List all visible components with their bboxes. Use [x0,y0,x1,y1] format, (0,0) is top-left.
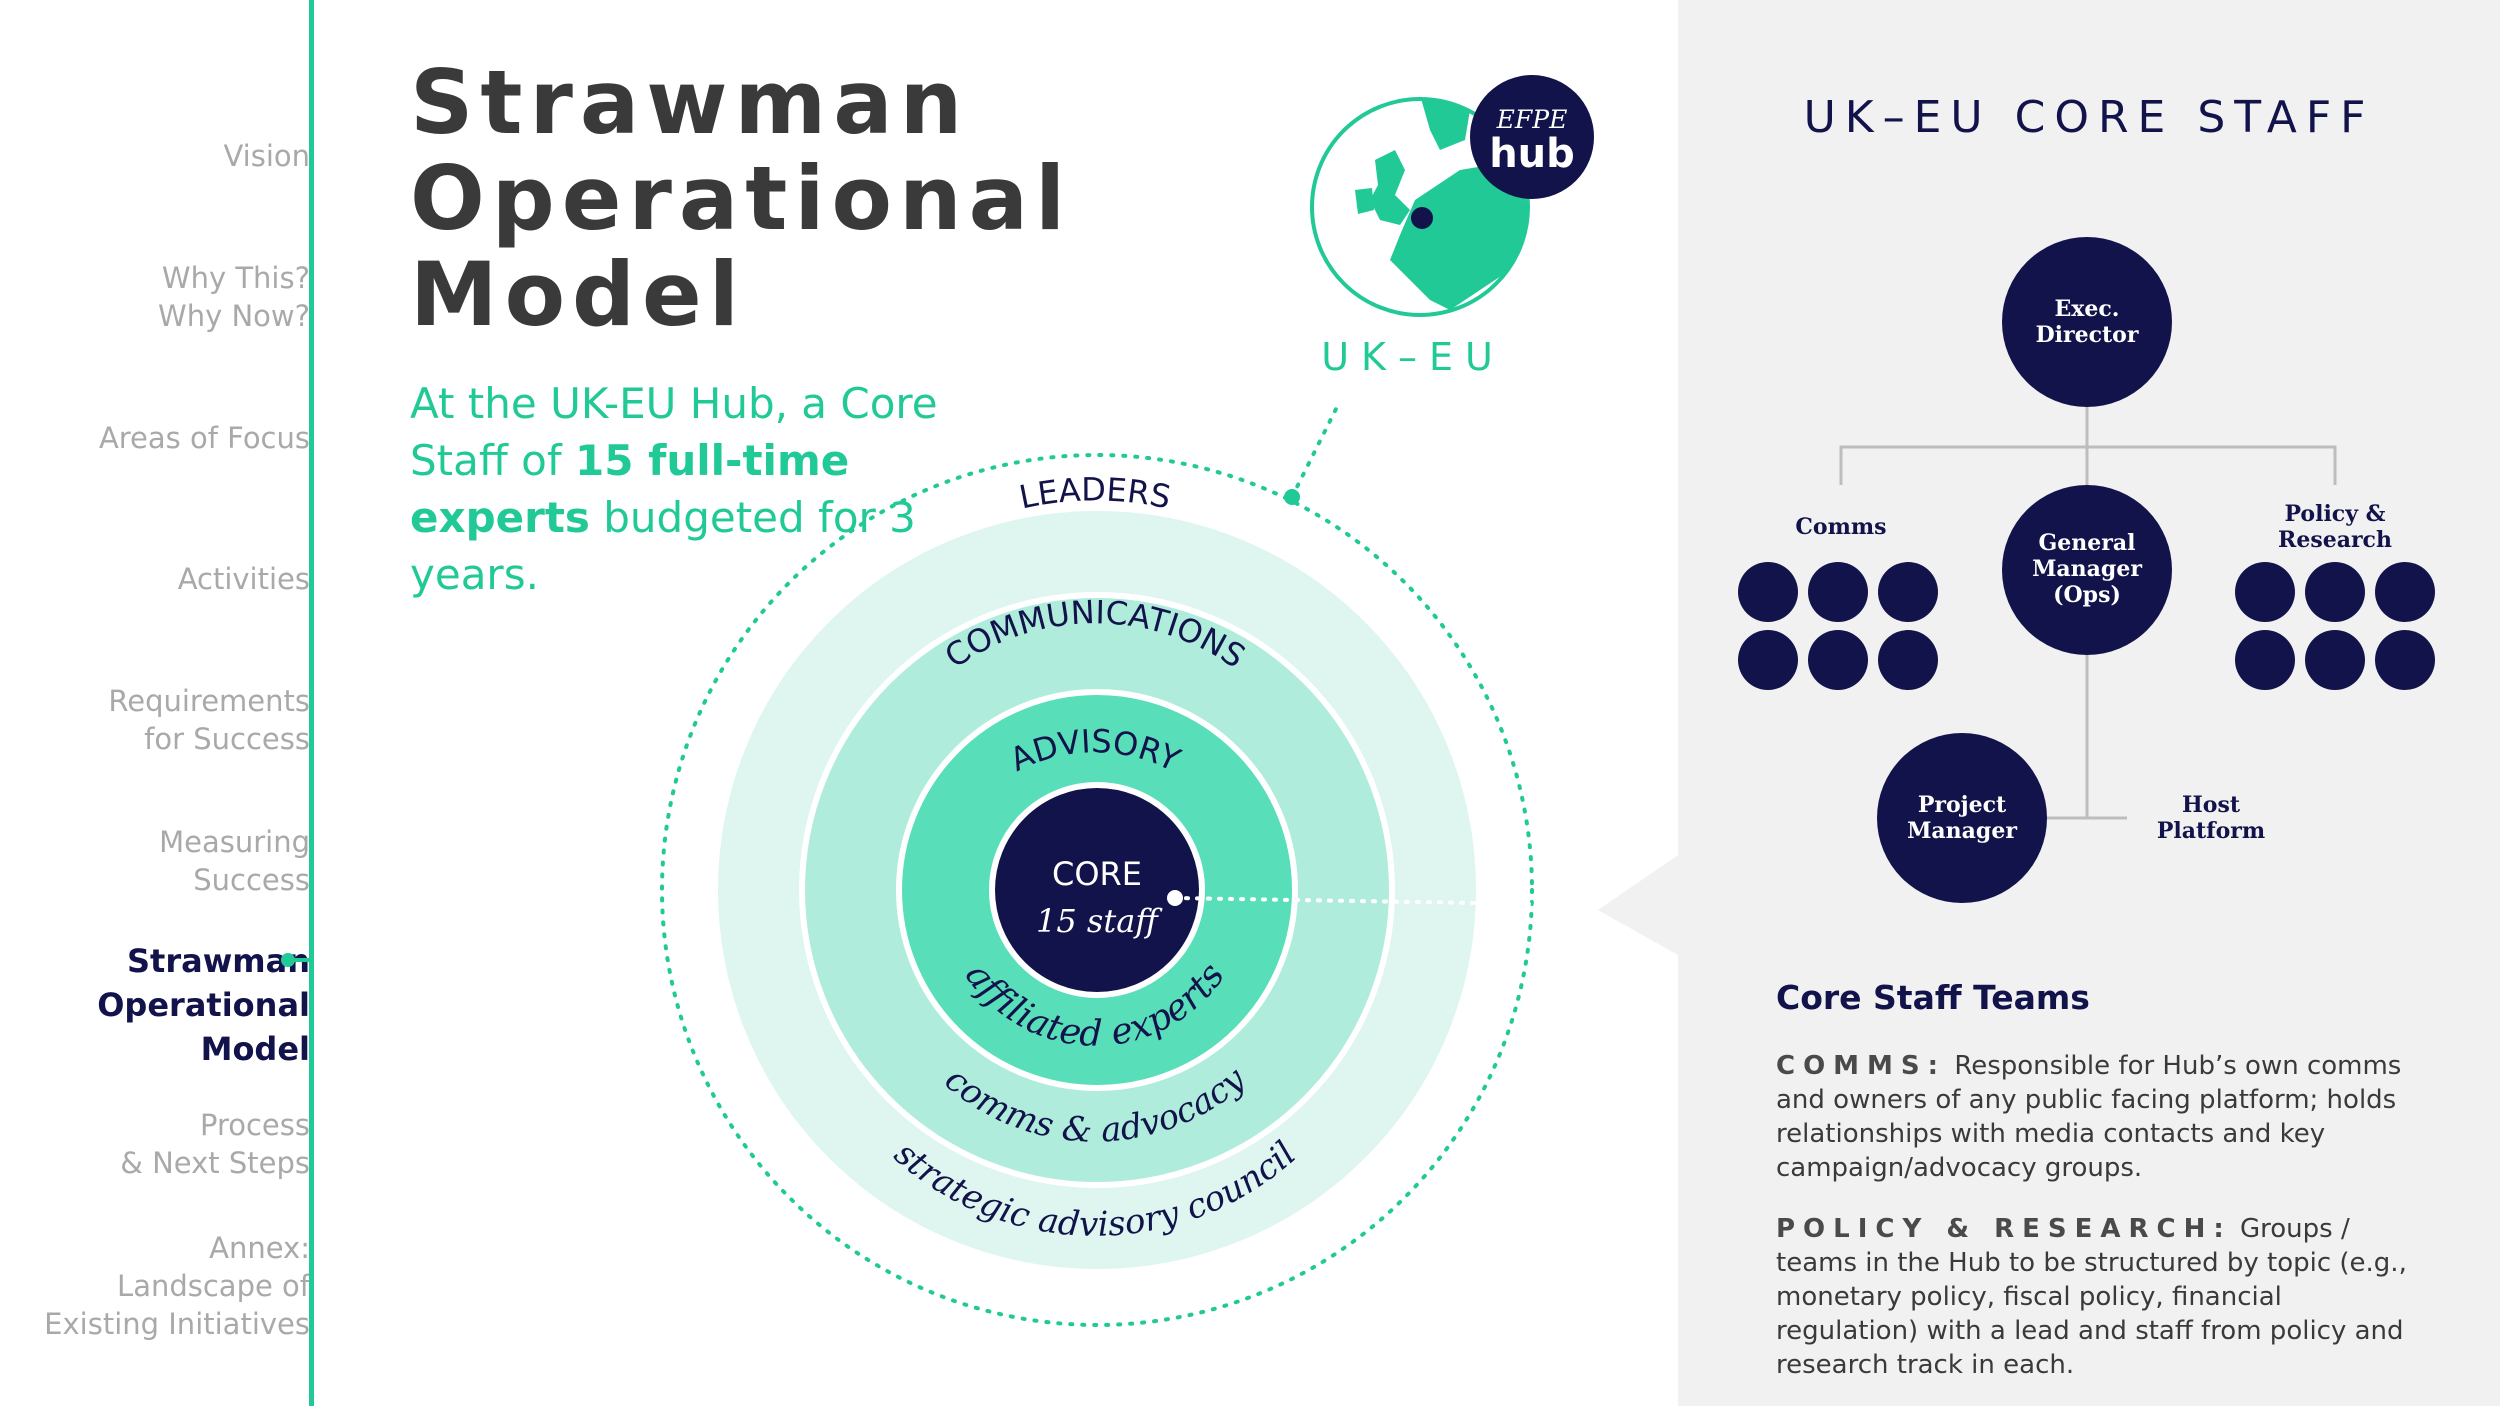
nav-item-vision[interactable]: Vision [223,139,310,173]
policy-description: POLICY & RESEARCH: Groups / teams in the… [1776,1212,2416,1382]
nav-divider-line [309,0,314,1406]
policy-label-line2: Research [2278,527,2392,553]
host-label-line2: Platform [2157,818,2265,844]
nav-item-process[interactable]: Process & Next Steps [120,1108,310,1180]
outer-dotted-ring [660,453,1534,1327]
gm-line3: (Ops) [2053,582,2121,608]
exec-director-node: Exec. Director [2002,237,2172,407]
efpe-hub-logo: EFPE hub [1470,75,1594,199]
connector-dot [1284,489,1300,505]
comms-team-dots [1738,562,1938,690]
subtitle-text-1: At the UK-EU Hub, a Core Staff of [410,379,938,485]
pm-line1: Project [1918,792,2007,818]
core-circle [989,782,1205,998]
nav-item-requirements[interactable]: Requirements for Success [108,684,310,756]
page-subtitle: At the UK-EU Hub, a Core Staff of 15 ful… [410,375,970,603]
general-manager-node: General Manager (Ops) [2002,485,2172,655]
pm-line2: Manager [1907,818,2017,844]
comms-desc-label: COMMS: [1776,1051,1947,1081]
core-staff-count: 15 staff [1036,902,1163,940]
active-indicator-dot [281,953,295,967]
comms-desc-text: Responsible for Hub’s own comms and owne… [1776,1051,2402,1183]
comms-description: COMMS: Responsible for Hub’s own comms a… [1776,1049,2416,1185]
core-connector-dot [1167,890,1183,906]
host-label-line1: Host [2182,792,2241,818]
exec-director-line1: Exec. [2055,296,2120,322]
subtitle-highlight: 15 full-time experts [410,436,850,542]
panel-title: UK–EU CORE STAFF [1803,92,2375,143]
gm-line1: General [2039,530,2136,556]
sidebar-nav: Vision Why This? Why Now? Areas of Focus… [0,0,310,1406]
nav-item-activities[interactable]: Activities [177,562,310,596]
callout-pointer [1598,855,1678,955]
exec-director-line2: Director [2036,322,2139,348]
subtitle-text-2: budgeted for 3 years. [410,493,916,599]
nav-item-why[interactable]: Why This? Why Now? [158,261,310,333]
nav-item-measuring-success[interactable]: Measuring Success [159,825,310,897]
project-manager-node: Project Manager [1877,733,2047,903]
policy-desc-text: Groups / teams in the Hub to be structur… [1776,1214,2407,1380]
page-title: Strawman Operational Model [410,51,1073,346]
active-indicator-tick [293,958,311,962]
core-connector-line [1173,896,1600,907]
svg-text:EFPE: EFPE [1496,105,1568,134]
svg-text:hub: hub [1489,131,1575,177]
nav-item-areas-of-focus[interactable]: Areas of Focus [98,421,310,455]
teams-title: Core Staff Teams [1776,978,2090,1017]
gm-line2: Manager [2032,556,2142,582]
nav-item-annex[interactable]: Annex: Landscape of Existing Initiatives [44,1231,310,1341]
policy-team-dots [2235,562,2435,690]
policy-desc-label: POLICY & RESEARCH: [1776,1214,2232,1244]
globe-connector-line [1290,403,1340,499]
comms-label: Comms [1795,514,1886,540]
globe-icon [1310,97,1530,317]
region-label: UK–EU [1321,335,1505,379]
policy-label-line1: Policy & [2284,501,2385,527]
core-label: CORE [1052,855,1142,893]
nav-item-strawman-active[interactable]: Strawman Operational Model [97,942,310,1068]
core-staff-panel [1678,0,2500,1406]
